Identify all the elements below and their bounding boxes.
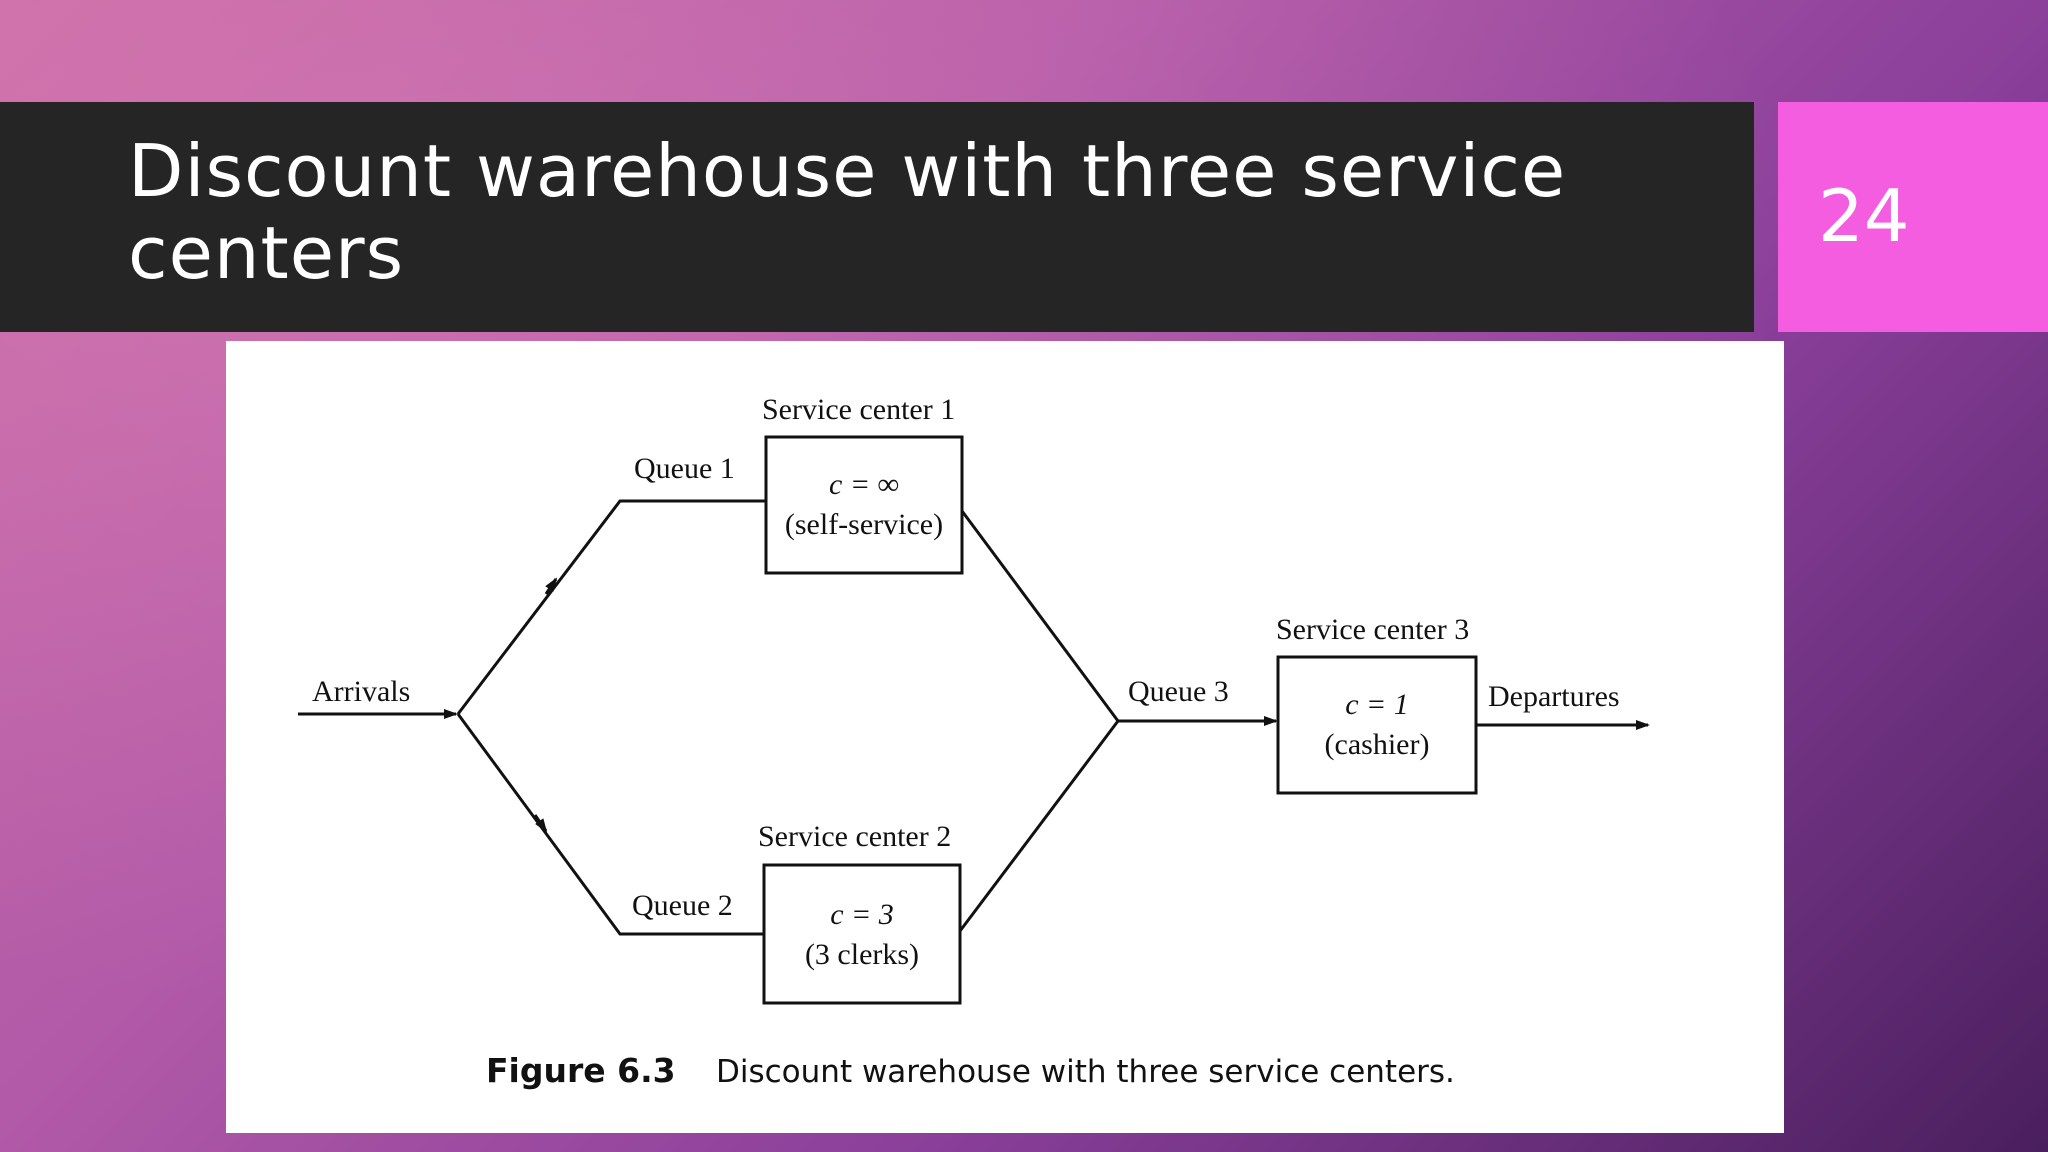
branch-to-queue-1 xyxy=(456,499,766,715)
center-1-to-queue-3 xyxy=(960,510,1120,722)
branch-arrow-up-icon xyxy=(544,577,558,595)
service-center-3-note: (cashier) xyxy=(1325,728,1430,761)
figure-caption-label: Figure 6.3 xyxy=(486,1051,676,1090)
service-center-2-note: (3 clerks) xyxy=(805,938,919,971)
branch-to-queue-2 xyxy=(456,713,764,936)
service-center-1-box xyxy=(764,435,964,575)
service-center-1-note: (self-service) xyxy=(785,508,943,541)
queue-2-label: Queue 2 xyxy=(632,889,733,922)
service-center-2-capacity: c = 3 xyxy=(830,898,894,931)
queueing-network-diagram: Arrivals Queue 1 Queue 2 Queue 3 Service… xyxy=(298,393,1650,1090)
service-center-2-box xyxy=(762,863,962,1005)
slide-title: Discount warehouse with three service ce… xyxy=(128,129,1567,295)
service-center-1-capacity: c = ∞ xyxy=(829,468,899,501)
service-center-2-title: Service center 2 xyxy=(758,820,951,853)
page-number-badge xyxy=(1778,102,2048,332)
queue-3-label: Queue 3 xyxy=(1128,675,1229,708)
service-center-3-capacity: c = 1 xyxy=(1345,688,1409,721)
title-bar xyxy=(0,102,1754,332)
center-2-to-queue-3 xyxy=(958,720,1120,932)
queue-1-label: Queue 1 xyxy=(634,452,735,485)
branch-arrow-down-icon xyxy=(533,814,548,833)
service-center-1-title: Service center 1 xyxy=(762,393,955,426)
figure-panel: Arrivals Queue 1 Queue 2 Queue 3 Service… xyxy=(226,341,1784,1133)
service-center-3-title: Service center 3 xyxy=(1276,613,1469,646)
arrivals-label: Arrivals xyxy=(312,675,410,708)
departures-label: Departures xyxy=(1488,680,1620,713)
figure-caption-text: Discount warehouse with three service ce… xyxy=(716,1054,1455,1090)
page-number: 24 xyxy=(1818,174,1910,258)
service-center-3-box xyxy=(1276,655,1478,795)
